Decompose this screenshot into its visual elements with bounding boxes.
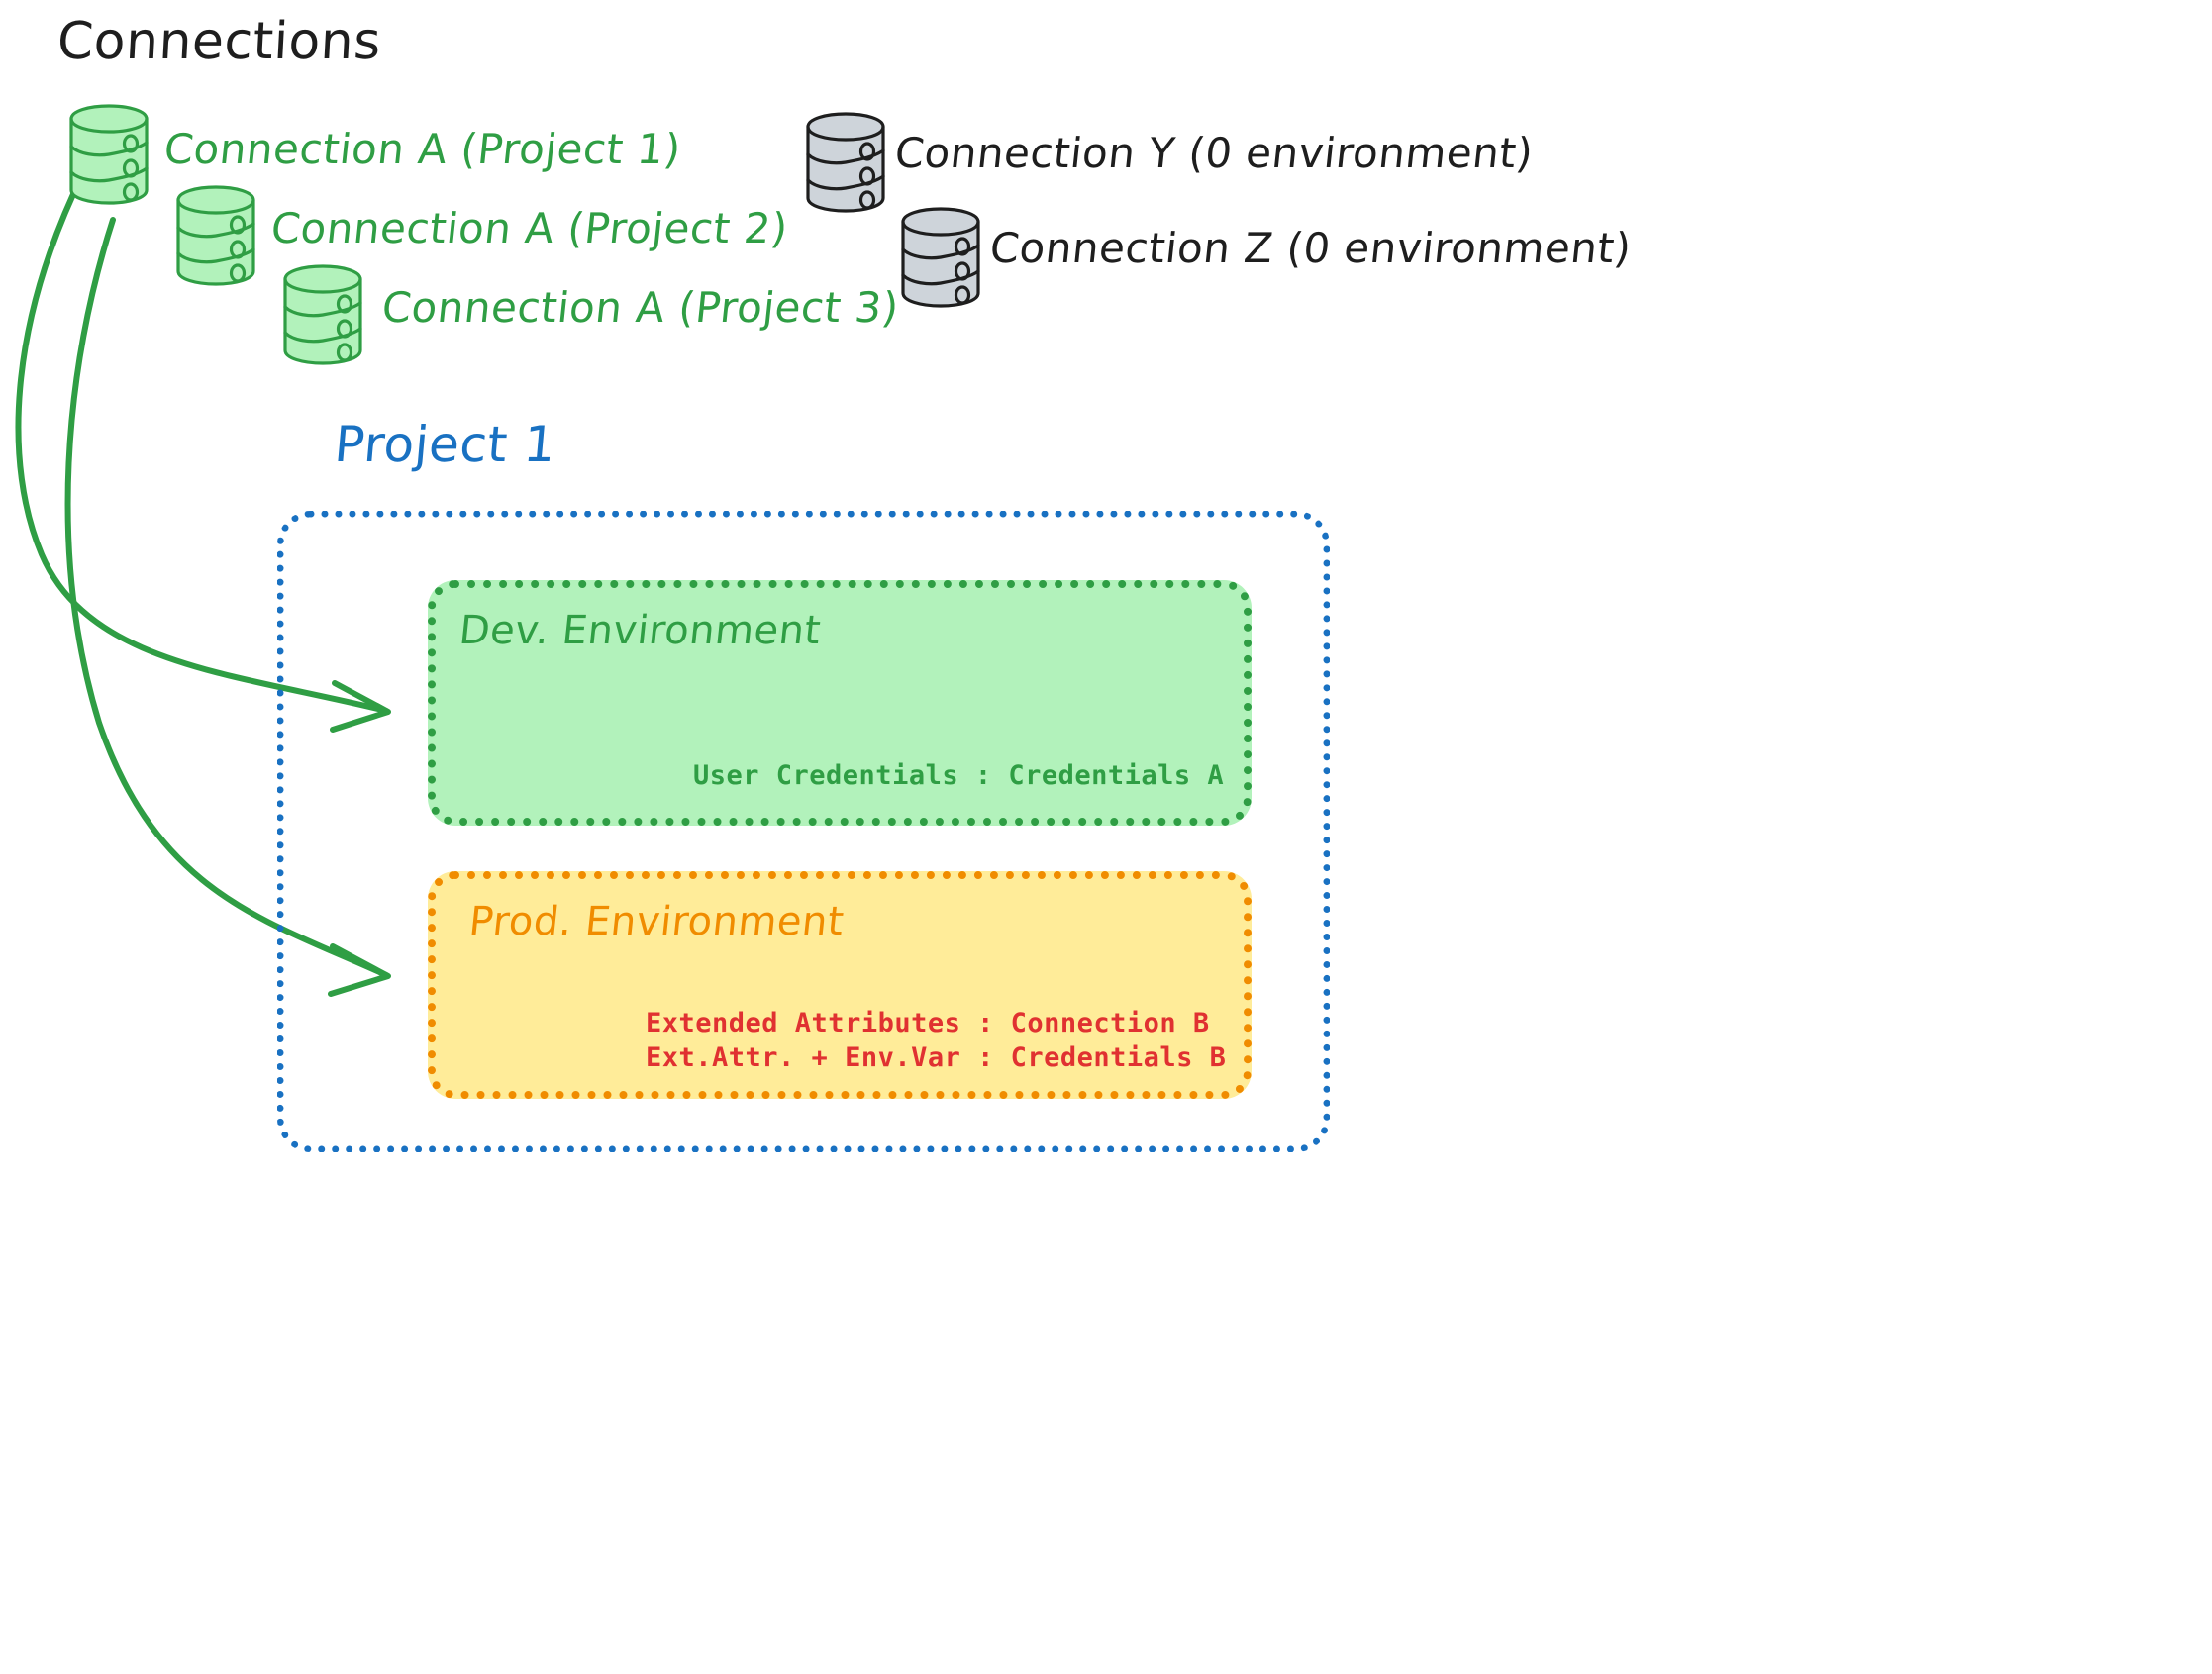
project-title: Project 1: [332, 416, 558, 473]
dev-environment-title: Dev. Environment: [456, 608, 824, 653]
database-icon-connection-a-project-1[interactable]: [67, 103, 151, 206]
database-icon-connection-a-project-2[interactable]: [174, 184, 257, 287]
connection-label-y: Connection Y (0 environment): [892, 129, 1536, 177]
database-icon-connection-z[interactable]: [899, 206, 982, 309]
dev-environment-box[interactable]: [428, 580, 1252, 826]
database-icon-connection-y[interactable]: [804, 111, 887, 214]
prod-environment-row-1: Ext.Attr. + Env.Var : Credentials B: [646, 1042, 1227, 1073]
project-container: [277, 511, 1330, 1152]
dev-environment-row-0: User Credentials : Credentials A: [693, 760, 1225, 791]
connection-label-a-project-2: Connection A (Project 2): [268, 204, 791, 252]
page-title: Connections: [55, 12, 383, 71]
connection-label-a-project-1: Connection A (Project 1): [161, 125, 684, 173]
connection-label-a-project-3: Connection A (Project 3): [379, 283, 902, 332]
database-icon-connection-a-project-3[interactable]: [281, 263, 364, 366]
prod-environment-box[interactable]: [428, 871, 1252, 1099]
connection-label-z: Connection Z (0 environment): [987, 224, 1635, 272]
prod-environment-title: Prod. Environment: [466, 899, 847, 944]
prod-environment-row-0: Extended Attributes : Connection B: [646, 1008, 1210, 1038]
